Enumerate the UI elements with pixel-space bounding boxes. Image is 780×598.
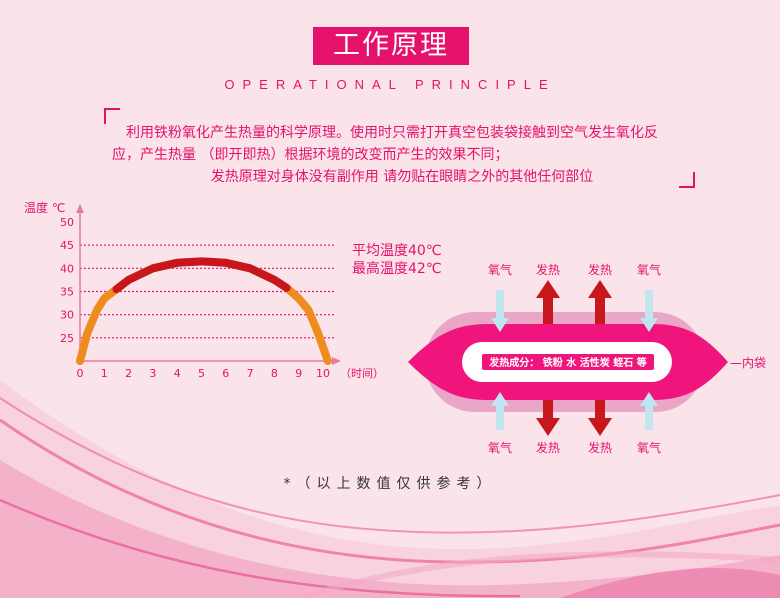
description-line-2: 应，产生热量 （即开即热）根据环境的改变而产生的效果不同； — [112, 147, 509, 163]
chart-annotation: 最高温度42℃ — [352, 260, 442, 277]
x-tick-label: 1 — [101, 367, 108, 380]
heat-arrow-icon — [536, 280, 560, 324]
heat-arrow-icon — [588, 400, 612, 436]
page-title: 工作原理 — [313, 27, 469, 65]
inner-bag-label: —内袋 — [730, 356, 766, 370]
x-axis-label: （时间） — [340, 367, 384, 380]
x-tick-label: 9 — [295, 367, 302, 380]
heat-pack-diagram: 发热成分： 铁粉 水 活性炭 蛭石 等—内袋氧气发热发热氧气氧气发热发热氧气 — [408, 262, 766, 455]
oxygen-arrow-icon — [640, 290, 658, 332]
top-label-heat: 发热 — [536, 262, 560, 277]
y-tick-label: 35 — [60, 286, 74, 299]
x-tick-label: 10 — [316, 367, 330, 380]
y-axis-label: 温度 ℃ — [24, 200, 65, 215]
chart-annotation: 平均温度40℃ — [352, 243, 442, 259]
y-tick-label: 40 — [60, 262, 74, 275]
bottom-label-heat: 发热 — [536, 440, 560, 455]
description-line-3: 发热原理对身体没有副作用 请勿贴在眼睛之外的其他任何部位 — [210, 169, 594, 185]
ingredients-band — [482, 354, 654, 370]
y-tick-label: 25 — [60, 332, 74, 345]
heat-arrow-icon — [536, 400, 560, 436]
top-label-heat: 发热 — [588, 262, 612, 277]
heat-arrow-icon — [588, 280, 612, 324]
temperature-curve-warm — [76, 257, 332, 365]
y-tick-label: 30 — [60, 309, 74, 322]
oxygen-arrow-icon — [640, 392, 658, 430]
oxygen-arrow-icon — [491, 290, 509, 332]
y-tick-label: 50 — [60, 216, 74, 229]
x-tick-label: 0 — [77, 367, 84, 380]
corner-bracket-bottom-right — [679, 172, 695, 188]
bottom-label-oxygen: 氧气 — [488, 440, 512, 455]
x-tick-label: 2 — [125, 367, 132, 380]
bottom-label-oxygen: 氧气 — [637, 440, 661, 455]
x-tick-label: 7 — [247, 367, 254, 380]
top-label-oxygen: 氧气 — [637, 262, 661, 277]
x-tick-label: 5 — [198, 367, 205, 380]
x-tick-label: 3 — [149, 367, 156, 380]
x-tick-label: 8 — [271, 367, 278, 380]
description-line-1: 利用铁粉氧化产生热量的科学原理。使用时只需打开真空包装袋接触到空气发生氧化反 — [126, 125, 658, 141]
x-axis-arrow — [332, 357, 341, 365]
description: 利用铁粉氧化产生热量的科学原理。使用时只需打开真空包装袋接触到空气发生氧化反 应… — [112, 122, 692, 188]
footnote: *（以上数值仅供参考） — [283, 476, 497, 492]
oxygen-arrow-icon — [491, 392, 509, 430]
y-tick-label: 45 — [60, 239, 74, 252]
temperature-curve-hot — [112, 257, 291, 294]
bottom-label-heat: 发热 — [588, 440, 612, 455]
page-subtitle: OPERATIONAL PRINCIPLE — [224, 77, 556, 92]
x-tick-label: 4 — [174, 367, 181, 380]
top-label-oxygen: 氧气 — [488, 262, 512, 277]
corner-bracket-top-left — [104, 108, 120, 124]
x-tick-label: 6 — [222, 367, 229, 380]
ingredients-label: 发热成分： 铁粉 水 活性炭 蛭石 等 — [488, 356, 646, 369]
y-axis-arrow — [76, 204, 84, 213]
